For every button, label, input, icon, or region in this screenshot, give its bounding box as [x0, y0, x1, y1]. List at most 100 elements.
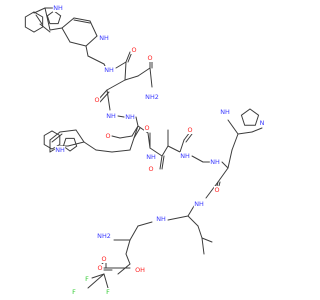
atom-label-background [155, 215, 167, 223]
atom-label-nh-amide-7: NH [194, 200, 204, 208]
bond [179, 139, 185, 153]
bond [197, 225, 203, 239]
bond [111, 149, 131, 153]
atom-label-background [124, 113, 136, 121]
atom-label-background [193, 200, 205, 208]
atom-label-f-2: F [72, 288, 76, 296]
atom-label-nh-amide-5: NH [180, 152, 190, 160]
bond [33, 7, 46, 14]
atom-label-o-tfa-carbonyl: O [97, 264, 102, 272]
bond [89, 20, 98, 37]
atom-label-background [145, 153, 157, 161]
bond [237, 131, 253, 135]
bond [135, 116, 139, 127]
bond [251, 127, 263, 133]
bond [159, 155, 163, 170]
atom-label-background [105, 112, 117, 120]
atom-label-nh-indole-trp: NH [55, 146, 65, 154]
atom-label-nh2-terminal: NH2 [97, 232, 111, 240]
atom-label-nh-pyridoindole: NH [99, 34, 109, 42]
bond [35, 14, 43, 25]
bond [205, 181, 219, 199]
bond [124, 75, 139, 81]
atom-label-background [186, 126, 194, 134]
ring [46, 10, 62, 25]
bond [149, 147, 163, 157]
bond [124, 61, 127, 81]
atom-label-background [70, 288, 78, 296]
bond [85, 35, 98, 47]
bond [87, 55, 105, 65]
atom-label-background [100, 255, 108, 263]
atom-label-background [219, 108, 231, 116]
atom-label-nh-imidazole: NH [220, 108, 230, 116]
bond [187, 205, 195, 217]
atom-label-background [103, 66, 115, 74]
bond [51, 133, 63, 143]
bond [83, 141, 97, 151]
bond [167, 215, 189, 221]
bond [119, 135, 133, 139]
bond [161, 155, 165, 170]
bond [129, 225, 139, 241]
atom-label-background [130, 46, 138, 54]
bond [49, 131, 61, 141]
atom-label-f-1: F [85, 275, 89, 283]
bond [133, 127, 141, 139]
bond [117, 115, 125, 118]
atom-label-background [54, 146, 66, 154]
bond [61, 27, 71, 43]
bond [73, 19, 91, 24]
atom-label-nh-amide-1: NH [104, 66, 114, 74]
bond [85, 45, 89, 57]
atom-label-o-amide-5: O [148, 165, 153, 173]
bond [61, 17, 75, 29]
atom-label-background [93, 96, 101, 104]
bond [111, 135, 121, 139]
bond [167, 145, 181, 153]
bond [49, 27, 63, 31]
bond [44, 7, 51, 31]
bond [59, 129, 77, 133]
bond [115, 61, 127, 69]
bond [39, 23, 51, 33]
bond [221, 161, 229, 169]
bond [125, 239, 131, 255]
bond [75, 129, 85, 143]
atom-label-nh-indole-top: NH [53, 4, 63, 12]
bond [185, 133, 193, 143]
atom-label-n-imidazole: N [260, 119, 265, 127]
bond [201, 237, 205, 255]
bond [95, 149, 113, 153]
bond [217, 167, 229, 183]
atom-label-nh-amide-6: NH [210, 158, 220, 166]
atom-label-nh-amide-4: NH [146, 153, 156, 161]
bond [99, 91, 110, 103]
bond [103, 273, 109, 289]
atom-label-nh-amide-2: NH [106, 112, 116, 120]
bond [87, 273, 105, 289]
bond [117, 263, 131, 275]
ring [43, 130, 61, 150]
atom-label-nh-amine: NH [156, 215, 166, 223]
bond [125, 51, 131, 63]
atom-label-background [258, 119, 266, 127]
atom-label-background [52, 4, 64, 12]
bond [191, 155, 204, 163]
bond [201, 237, 213, 243]
atom-label-background [98, 34, 110, 42]
bond [227, 149, 233, 169]
atom-label-o-amide-1: O [131, 46, 136, 54]
ring [24, 11, 44, 33]
bond [161, 145, 169, 157]
bond [125, 253, 131, 265]
atom-label-background [147, 165, 155, 173]
atom-label-nh2-gln: NH2 [145, 93, 159, 101]
atom-label-o-amide-7: O [214, 186, 219, 194]
atom-label-nh-amide-3: NH [125, 113, 135, 121]
atom-label-background [179, 152, 191, 160]
bond [106, 79, 126, 91]
atom-label-background [96, 264, 104, 272]
bond [149, 67, 153, 88]
